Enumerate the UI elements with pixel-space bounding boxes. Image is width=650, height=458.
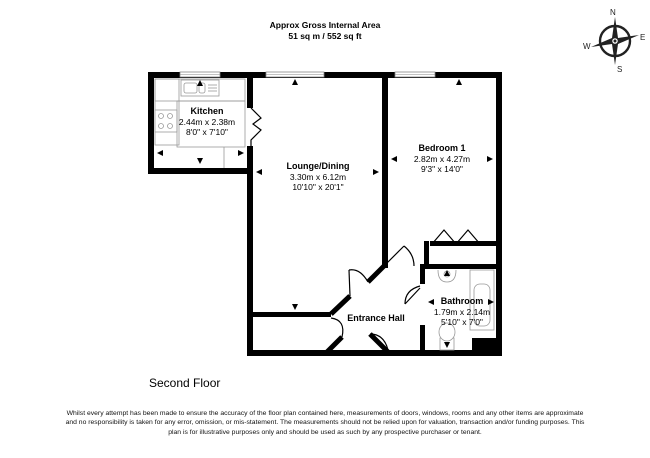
- hall-diagonal-walls: [325, 264, 390, 354]
- area-title-text: Approx Gross Internal Area: [269, 20, 381, 30]
- compass-west-label: W: [583, 42, 591, 51]
- disclaimer-text: Whilst every attempt has been made to en…: [65, 410, 585, 436]
- compass-rose-icon: N E S W: [583, 8, 645, 73]
- room-name: Entrance Hall: [347, 313, 405, 323]
- room-label-entrance-hall: Entrance Hall: [347, 313, 405, 324]
- room-name: Lounge/Dining: [286, 161, 350, 171]
- room-label-bedroom-1: Bedroom 1 2.82m x 4.27m 9'3" x 14'0": [414, 143, 470, 175]
- room-imperial: 9'3" x 14'0": [421, 164, 463, 174]
- room-imperial: 10'10" x 20'1": [292, 182, 344, 192]
- floor-label: Second Floor: [149, 376, 221, 390]
- compass-east-label: E: [640, 33, 645, 42]
- compass-north-label: N: [610, 8, 616, 17]
- room-label-bathroom: Bathroom 1.79m x 2.14m 5'10" x 7'0": [434, 296, 490, 328]
- compass-south-label: S: [617, 65, 622, 73]
- room-imperial: 5'10" x 7'0": [441, 317, 483, 327]
- room-label-lounge-dining: Lounge/Dining 3.30m x 6.12m 10'10" x 20'…: [287, 161, 350, 193]
- room-name: Bathroom: [440, 296, 484, 306]
- room-metric: 2.82m x 4.27m: [413, 153, 471, 164]
- room-name: Bedroom 1: [418, 143, 466, 153]
- room-name: Kitchen: [190, 106, 224, 116]
- gross-internal-area: Approx Gross Internal Area 51 sq m / 552…: [0, 20, 650, 42]
- room-label-kitchen: Kitchen 2.44m x 2.38m 8'0" x 7'10": [179, 106, 235, 138]
- room-metric: 3.30m x 6.12m: [289, 171, 347, 182]
- room-metric: 2.44m x 2.38m: [178, 116, 236, 127]
- room-metric: 1.79m x 2.14m: [433, 306, 491, 317]
- room-imperial: 8'0" x 7'10": [186, 127, 228, 137]
- area-value-text: 51 sq m / 552 sq ft: [288, 31, 362, 41]
- kitchen-fixtures: [154, 78, 246, 168]
- dimension-arrows: [157, 79, 494, 348]
- floor-plan-drawing: [148, 71, 502, 356]
- doors: [250, 107, 481, 351]
- windows: [179, 71, 436, 78]
